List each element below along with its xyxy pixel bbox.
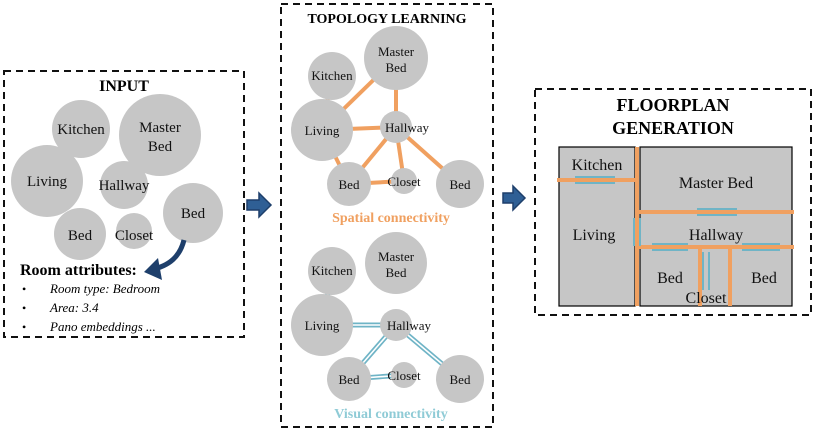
spatial-label-kitchen: Kitchen <box>311 68 353 83</box>
input-label-bed-left: Bed <box>68 228 93 244</box>
visual-label-bed-right: Bed <box>450 372 471 387</box>
visual-caption: Visual connectivity <box>334 407 447 422</box>
floorplan-label-master-bed: Master Bed <box>679 175 753 192</box>
input-label-closet: Closet <box>115 228 154 244</box>
flow-arrow-2 <box>502 184 527 212</box>
visual-room-bed-left <box>327 357 371 401</box>
visual-room-master-bed <box>365 232 427 294</box>
visual-label-master-bed: Bed <box>386 265 407 280</box>
input-label-hallway: Hallway <box>99 178 150 194</box>
input-label-master-bed: Bed <box>148 139 173 155</box>
input-label-master: Master <box>139 120 181 136</box>
floorplan-label-living: Living <box>573 227 616 244</box>
input-label-living: Living <box>27 174 67 190</box>
visual-room-bed-right <box>436 355 484 403</box>
spatial-label-hallway: Hallway <box>385 120 430 135</box>
input-room-master-bed <box>119 94 201 176</box>
attribute-area: Area: 3.4 <box>49 300 99 315</box>
spatial-room-bed-right <box>436 160 484 208</box>
attribute-pano: Pano embeddings ... <box>49 319 156 334</box>
visual-label-master: Master <box>378 249 415 264</box>
floorplan-label-bed-right: Bed <box>751 270 777 287</box>
spatial-label-living: Living <box>305 123 340 138</box>
attributes-title: Room attributes: <box>20 262 137 279</box>
floorplan-title-line2: GENERATION <box>612 118 734 138</box>
floorplan-label-kitchen: Kitchen <box>572 157 623 174</box>
input-room-kitchen <box>52 100 110 158</box>
attribute-room-type: Room type: Bedroom <box>49 281 160 296</box>
input-label-bed-right: Bed <box>181 206 206 222</box>
spatial-label-closet: Closet <box>387 174 421 189</box>
attribute-pointer-arrowhead <box>144 258 162 280</box>
input-room-bed-left <box>54 208 106 260</box>
spatial-room-closet <box>391 168 417 194</box>
visual-room-hallway <box>380 309 412 341</box>
spatial-room-kitchen <box>308 52 356 100</box>
spatial-room-hallway <box>380 111 412 143</box>
input-title: INPUT <box>99 78 149 95</box>
input-room-hallway <box>100 161 148 209</box>
visual-label-bed-left: Bed <box>339 372 360 387</box>
input-room-closet <box>116 213 152 249</box>
attribute-bullet-3: • <box>22 320 26 334</box>
visual-label-closet: Closet <box>387 368 421 383</box>
spatial-label-bed-left: Bed <box>339 177 360 192</box>
attribute-bullet-2: • <box>22 301 26 315</box>
visual-room-living <box>291 294 353 356</box>
visual-label-hallway: Hallway <box>387 318 432 333</box>
floorplan-room-kitchen <box>558 146 636 181</box>
floorplan-title-line1: FLOORPLAN <box>616 95 729 115</box>
input-panel: INPUT Kitchen Master Bed Living Hallway … <box>3 70 245 338</box>
flow-arrow-1 <box>246 191 273 219</box>
visual-label-kitchen: Kitchen <box>311 263 353 278</box>
spatial-label-master-bed: Bed <box>386 60 407 75</box>
floorplan-room-master-bed <box>639 146 793 213</box>
visual-room-closet <box>391 362 417 388</box>
floorplan-spatial-walls <box>557 147 794 306</box>
spatial-label-master: Master <box>378 44 415 59</box>
floorplan-visual-doors <box>575 176 780 290</box>
floorplan-room-bed-left <box>639 246 701 307</box>
floorplan-label-hallway: Hallway <box>689 227 743 244</box>
input-room-living <box>11 145 83 217</box>
spatial-caption: Spatial connectivity <box>332 211 450 226</box>
floorplan-room-living <box>558 179 636 307</box>
input-room-bed-right <box>163 183 223 243</box>
floorplan-label-bed-left: Bed <box>657 270 683 287</box>
visual-label-living: Living <box>305 318 340 333</box>
attribute-bullet-1: • <box>22 282 26 296</box>
visual-room-kitchen <box>308 247 356 295</box>
spatial-room-bed-left <box>327 162 371 206</box>
input-label-kitchen: Kitchen <box>57 122 105 138</box>
floorplan-label-closet: Closet <box>686 290 727 307</box>
topology-title: TOPOLOGY LEARNING <box>307 12 466 27</box>
floorplan-panel: FLOORPLAN GENERATION <box>534 88 812 316</box>
topology-panel: TOPOLOGY LEARNING Kitchen Master Bed Liv… <box>280 3 494 428</box>
spatial-room-living <box>291 99 353 161</box>
spatial-room-master-bed <box>364 26 428 90</box>
spatial-label-bed-right: Bed <box>450 177 471 192</box>
